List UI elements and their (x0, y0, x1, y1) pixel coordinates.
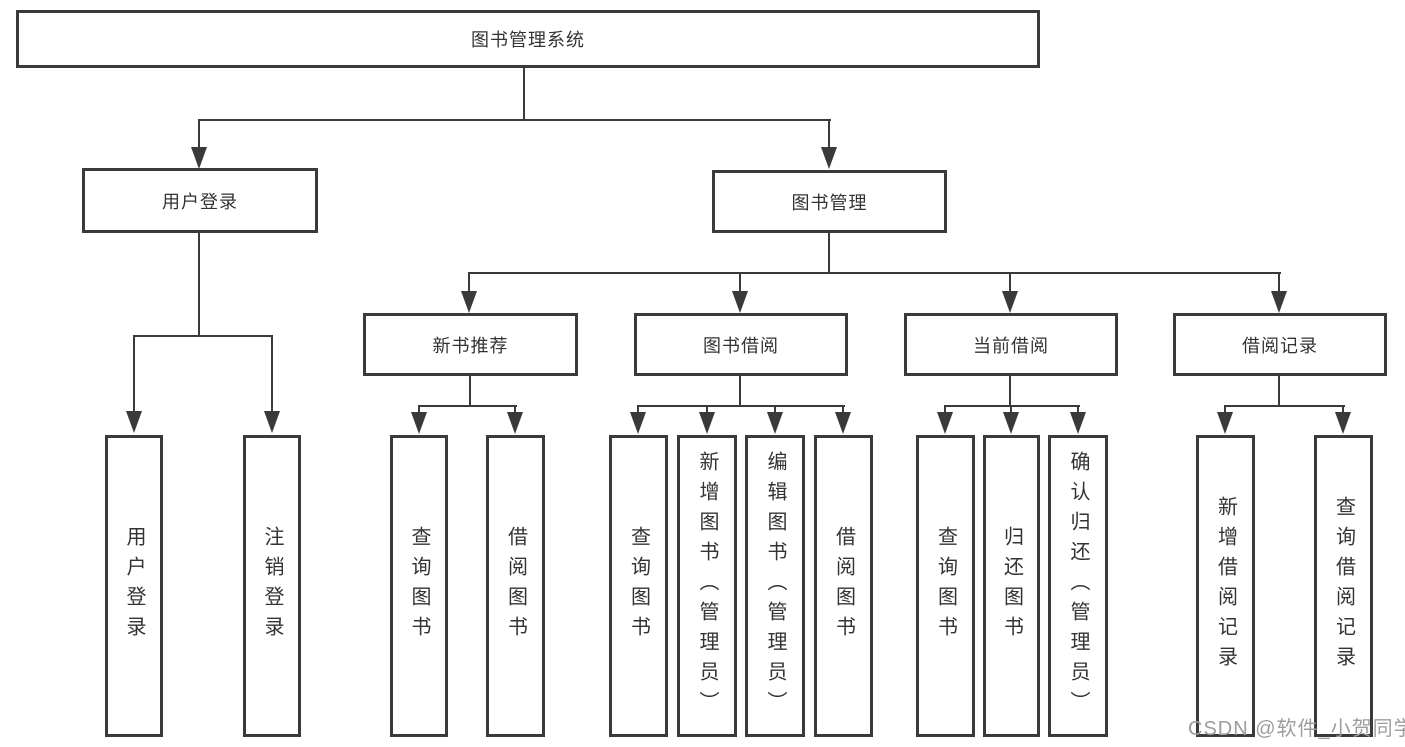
arrowhead-leaf-logout (264, 411, 280, 433)
connector-leaf (842, 405, 844, 414)
leaf-borrow-books: 借阅图书 (814, 435, 873, 737)
arrowhead-leaf-login (126, 411, 142, 433)
arrowhead-leaf (411, 412, 427, 434)
connector-leaf (944, 405, 946, 414)
connector-leaf (1077, 405, 1079, 414)
arrowhead-user-login (191, 147, 207, 169)
arrowhead-leaf (699, 412, 715, 434)
connector-leaf (1342, 405, 1344, 414)
arrowhead-borrow-record (1271, 291, 1287, 313)
connector-to-new-book (468, 272, 470, 292)
arrowhead-book-borrow (732, 291, 748, 313)
leaf-query-books-recommend: 查询图书 (390, 435, 448, 737)
arrowhead-leaf (937, 412, 953, 434)
leaf-confirm-return-admin: 确认归还（管理员） (1048, 435, 1108, 737)
node-book-management: 图书管理 (712, 170, 947, 233)
arrowhead-leaf (767, 412, 783, 434)
arrowhead-leaf (630, 412, 646, 434)
node-current-borrow: 当前借阅 (904, 313, 1118, 376)
connector-current-borrow-stem (1009, 376, 1011, 406)
leaf-query-books-borrow: 查询图书 (609, 435, 668, 737)
connector-current-borrow-branch (944, 405, 1080, 407)
arrowhead-leaf (1070, 412, 1086, 434)
node-book-borrow: 图书借阅 (634, 313, 848, 376)
leaf-query-books-current: 查询图书 (916, 435, 975, 737)
connector-leaf (637, 405, 639, 414)
leaf-add-borrow-record: 新增借阅记录 (1196, 435, 1255, 737)
connector-to-leaf-logout (271, 335, 273, 413)
connector-book-borrow-branch (637, 405, 845, 407)
connector-leaf (1010, 405, 1012, 414)
leaf-edit-book-admin: 编辑图书（管理员） (745, 435, 805, 737)
connector-user-login-stem (198, 233, 200, 337)
connector-root-branch (198, 119, 831, 121)
connector-leaf (514, 405, 516, 414)
connector-user-login-branch (133, 335, 273, 337)
arrowhead-new-book (461, 291, 477, 313)
watermark-text: CSDN @软件_小贺同学 (1188, 718, 1405, 740)
connector-book-management-stem (828, 233, 830, 274)
connector-borrow-record-stem (1278, 376, 1280, 406)
leaf-logout: 注销登录 (243, 435, 301, 737)
node-root: 图书管理系统 (16, 10, 1040, 68)
connector-to-leaf-login (133, 335, 135, 413)
arrowhead-leaf (1217, 412, 1233, 434)
node-new-book-recommend: 新书推荐 (363, 313, 578, 376)
arrowhead-book-management (821, 147, 837, 169)
leaf-user-login: 用户登录 (105, 435, 163, 737)
leaf-query-borrow-record: 查询借阅记录 (1314, 435, 1373, 737)
arrowhead-leaf (507, 412, 523, 434)
connector-leaf (774, 405, 776, 414)
arrowhead-leaf (1003, 412, 1019, 434)
connector-new-book-branch (418, 405, 517, 407)
connector-book-borrow-stem (739, 376, 741, 406)
connector-to-current-borrow (1009, 272, 1011, 292)
arrowhead-current-borrow (1002, 291, 1018, 313)
connector-to-user-login (198, 119, 200, 147)
connector-to-borrow-record (1278, 272, 1280, 292)
connector-to-book-borrow (739, 272, 741, 292)
node-user-login: 用户登录 (82, 168, 318, 233)
connector-leaf (1224, 405, 1226, 414)
connector-borrow-record-branch (1224, 405, 1345, 407)
connector-root-stem (523, 68, 525, 121)
connector-to-book-management (828, 119, 830, 147)
connector-new-book-stem (469, 376, 471, 406)
connector-leaf (418, 405, 420, 414)
leaf-return-books: 归还图书 (983, 435, 1040, 737)
node-borrow-record: 借阅记录 (1173, 313, 1387, 376)
connector-leaf (706, 405, 708, 414)
arrowhead-leaf (1335, 412, 1351, 434)
connector-book-management-branch (469, 272, 1281, 274)
leaf-borrow-books-recommend: 借阅图书 (486, 435, 545, 737)
leaf-add-book-admin: 新增图书（管理员） (677, 435, 737, 737)
arrowhead-leaf (835, 412, 851, 434)
